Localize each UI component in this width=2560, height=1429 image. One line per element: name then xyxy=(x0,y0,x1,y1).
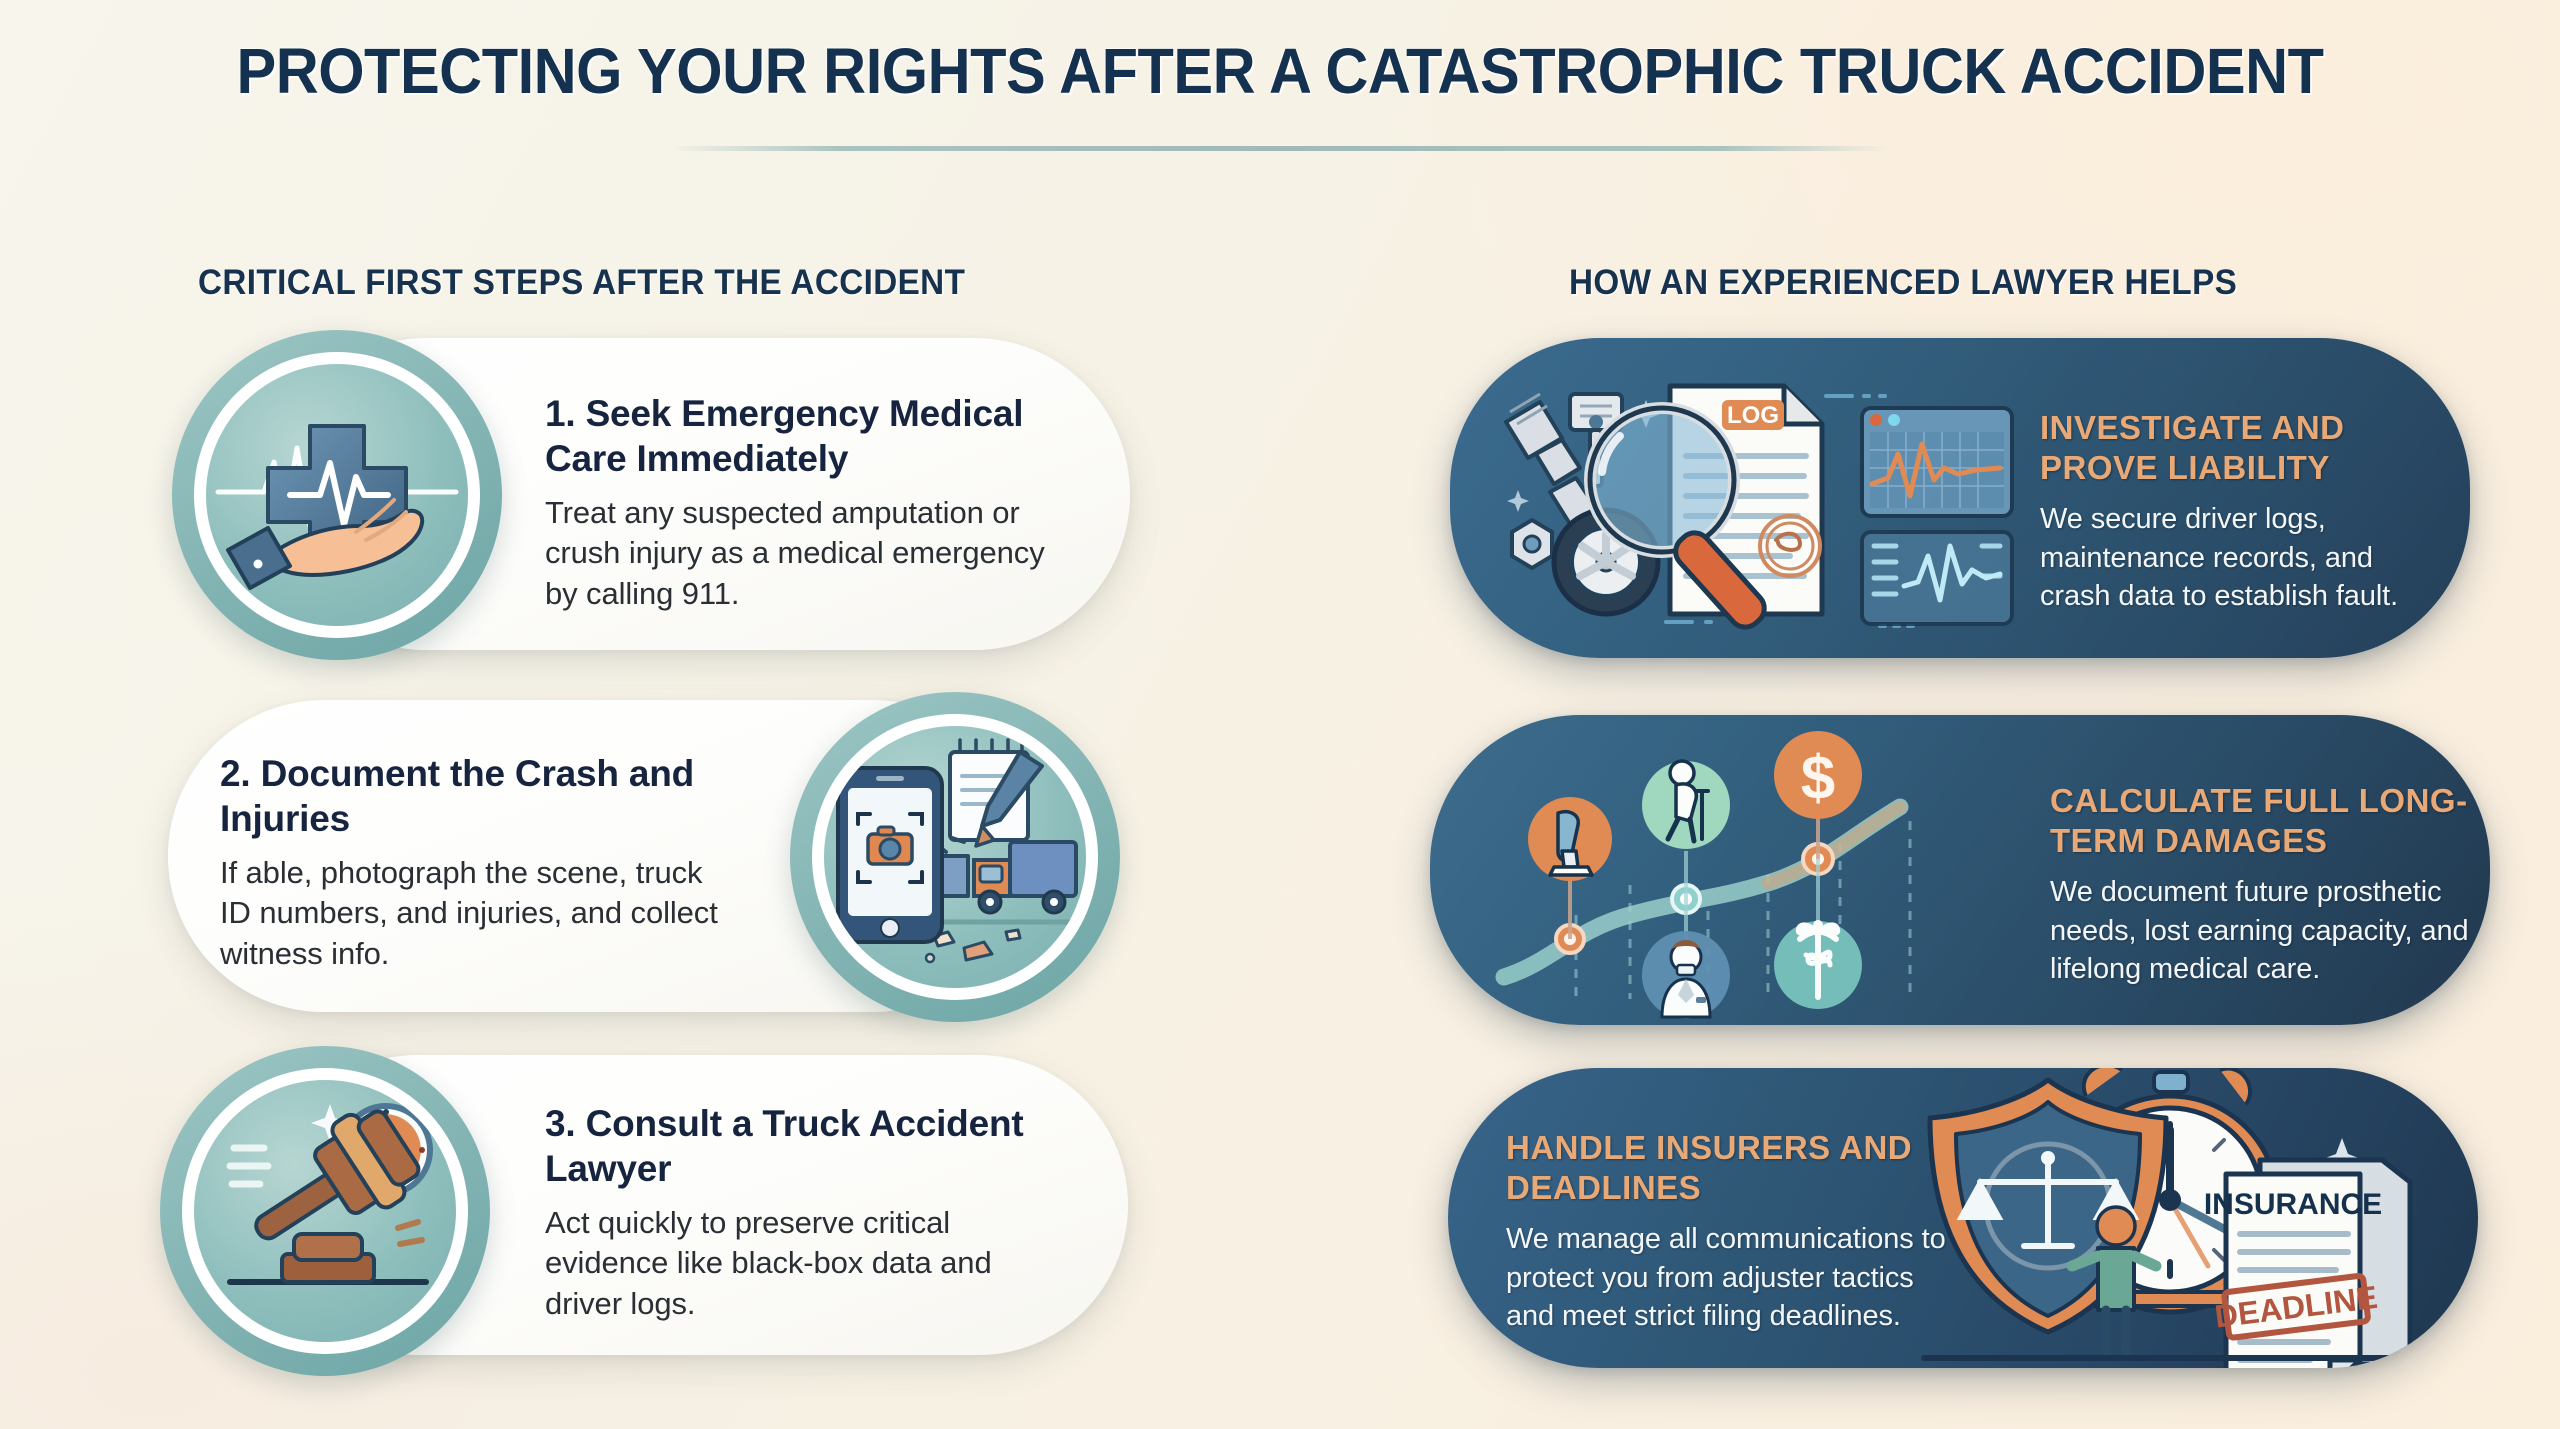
page-title: PROTECTING YOUR RIGHTS AFTER A CATASTROP… xyxy=(236,35,2324,107)
step-1-body: Treat any suspected amputation or crush … xyxy=(545,494,1045,612)
step-2-title: 2. Document the Crash and Injuries xyxy=(220,752,740,842)
step-1-icon-badge xyxy=(172,330,502,660)
log-document-label: LOG xyxy=(1727,402,1779,429)
service-1-text: INVESTIGATE AND PROVE LIABILITY We secur… xyxy=(2040,408,2440,616)
step-3-number: 3. xyxy=(545,1103,576,1144)
right-column-heading: HOW AN EXPERIENCED LAWYER HELPS xyxy=(1569,263,2238,302)
step-3-body: Act quickly to preserve critical evidenc… xyxy=(545,1204,992,1322)
step-1-title: 1. Seek Emergency Medical Care Immediate… xyxy=(545,392,1085,482)
service-3-title: HANDLE INSURERS AND DEADLINES xyxy=(1506,1129,1913,1206)
critical-first-steps-column: 1. Seek Emergency Medical Care Immediate… xyxy=(0,0,1240,1429)
service-1-title: INVESTIGATE AND PROVE LIABILITY xyxy=(2040,409,2345,486)
step-3-text: 3. Consult a Truck Accident Lawyer Act q… xyxy=(545,1102,1065,1325)
step-2-body: If able, photograph the scene, truck ID … xyxy=(220,854,718,972)
service-card-1[interactable]: LOG xyxy=(1450,338,2470,658)
left-column-heading: CRITICAL FIRST STEPS AFTER THE ACCIDENT xyxy=(198,263,966,302)
how-lawyer-helps-column: LOG xyxy=(1420,0,2560,1429)
service-3-body: We manage all communications to protect … xyxy=(1506,1223,1946,1333)
infographic-header: PROTECTING YOUR RIGHTS AFTER A CATASTROP… xyxy=(0,0,2560,205)
title-divider xyxy=(670,146,1890,151)
shield-scales-alarm-clock-insurance-doc-icon: INSURANCE DEADLINE xyxy=(1908,1068,2468,1368)
service-3-text: HANDLE INSURERS AND DEADLINES We manage … xyxy=(1506,1128,1956,1336)
dollar-sign-label: $ xyxy=(1801,744,1835,813)
insurance-document-label: INSURANCE xyxy=(2204,1188,2382,1221)
service-2-text: CALCULATE FULL LONG-TERM DAMAGES We docu… xyxy=(2050,781,2480,989)
step-1-title-text: Seek Emergency Medical Care Immediately xyxy=(545,393,1024,479)
step-3-title-text: Consult a Truck Accident Lawyer xyxy=(545,1103,1024,1189)
service-2-body: We document future prosthetic needs, los… xyxy=(2050,876,2469,986)
service-card-3[interactable]: INSURANCE DEADLINE HANDLE INSURERS AND D… xyxy=(1448,1068,2478,1368)
step-3-icon-badge xyxy=(160,1046,490,1376)
step-2-text: 2. Document the Crash and Injuries If ab… xyxy=(220,752,740,975)
service-2-title: CALCULATE FULL LONG-TERM DAMAGES xyxy=(2050,782,2468,859)
gavel-clock-icon xyxy=(194,1080,456,1342)
step-1-number: 1. xyxy=(545,393,576,434)
service-1-body: We secure driver logs, maintenance recor… xyxy=(2040,503,2399,613)
step-1-text: 1. Seek Emergency Medical Care Immediate… xyxy=(545,392,1085,615)
magnifier-log-document-engine-parts-icon: LOG xyxy=(1484,364,2024,636)
smartphone-camera-notepad-crash-icon xyxy=(824,726,1086,988)
step-2-number: 2. xyxy=(220,753,251,794)
service-card-2[interactable]: $ xyxy=(1430,715,2490,1025)
hand-holding-medical-cross-heartbeat-icon xyxy=(206,364,468,626)
rising-timeline-prosthetic-dollar-caduceus-icon: $ xyxy=(1480,731,2000,1019)
step-2-title-text: Document the Crash and Injuries xyxy=(220,753,695,839)
step-2-icon-badge xyxy=(790,692,1120,1022)
step-3-title: 3. Consult a Truck Accident Lawyer xyxy=(545,1102,1065,1192)
